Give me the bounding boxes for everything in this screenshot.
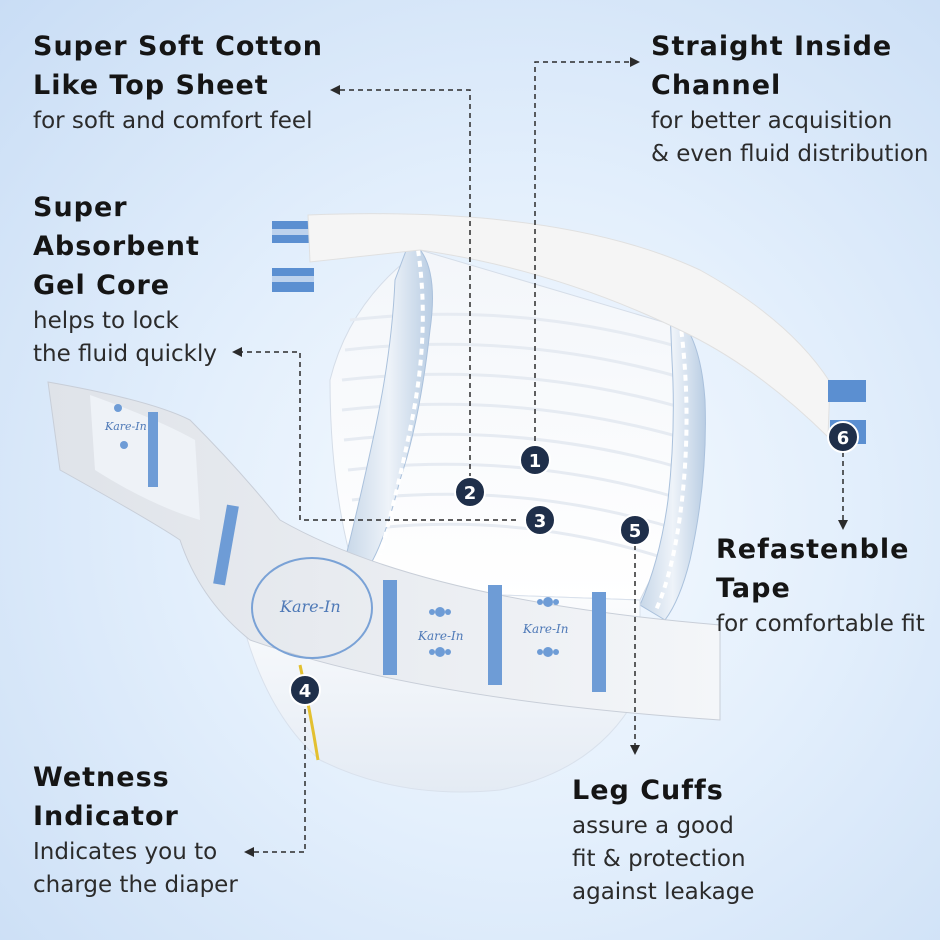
brand-label: Kare-In (522, 622, 568, 636)
feature-desc-line: & even fluid distribution (651, 141, 929, 167)
feature-description: assure a good fit & protection against l… (572, 810, 754, 909)
feature-title: Super Absorbent Gel Core (33, 188, 217, 305)
feature-title-line: Absorbent (33, 231, 200, 262)
feature-refastenable-tape: Refastenble Tape for comfortable fit (716, 530, 925, 641)
feature-title: Leg Cuffs (572, 771, 754, 810)
feature-desc-line: charge the diaper (33, 872, 238, 898)
svg-text:6: 6 (837, 428, 850, 449)
feature-title-line: Tape (716, 573, 791, 604)
svg-text:5: 5 (629, 521, 642, 542)
feature-title: Super Soft Cotton Like Top Sheet (33, 27, 323, 105)
leg-cuff-right (639, 309, 706, 621)
feature-desc-line: assure a good (572, 813, 734, 839)
feature-inside-channel: Straight Inside Channel for better acqui… (651, 27, 928, 171)
brand-label: Kare-In (279, 597, 341, 616)
marker-5: 5 (619, 514, 651, 546)
marker-1: 1 (519, 444, 551, 476)
leader-lines (238, 61, 844, 853)
marker-2: 2 (454, 476, 486, 508)
feature-description: Indicates you to charge the diaper (33, 836, 238, 902)
feature-title: Wetness Indicator (33, 758, 238, 836)
svg-text:4: 4 (299, 681, 312, 702)
feature-title-line: Indicator (33, 801, 179, 832)
marker-4: 4 (289, 674, 321, 706)
feature-title: Refastenble Tape (716, 530, 925, 608)
feature-title-line: Leg Cuffs (572, 775, 724, 806)
marker-6: 6 (827, 421, 859, 453)
feature-description: for soft and comfort feel (33, 105, 323, 138)
flower-pattern-icon (114, 404, 559, 657)
brand-label: Kare-In (104, 420, 147, 433)
marker-3: 3 (524, 504, 556, 536)
feature-description: for better acquisition & even fluid dist… (651, 105, 928, 171)
back-tape-tabs (272, 221, 314, 292)
feature-desc-line: for comfortable fit (716, 611, 925, 637)
svg-text:1: 1 (529, 451, 542, 472)
feature-desc-line: the fluid quickly (33, 341, 217, 367)
feature-desc-line: Indicates you to (33, 839, 218, 865)
feature-desc-line: helps to lock (33, 308, 179, 334)
feature-title-line: Wetness (33, 762, 170, 793)
feature-gel-core: Super Absorbent Gel Core helps to lock t… (33, 188, 217, 371)
svg-text:2: 2 (464, 483, 477, 504)
wetness-indicator-strip (298, 664, 320, 761)
tape-tab-blue (828, 380, 866, 402)
feature-title-line: Straight Inside (651, 31, 893, 62)
feature-title-line: Refastenble (716, 534, 910, 565)
svg-text:3: 3 (534, 511, 547, 532)
feature-desc-line: fit & protection (572, 846, 746, 872)
feature-wetness-indicator: Wetness Indicator Indicates you to charg… (33, 758, 238, 902)
feature-title: Straight Inside Channel (651, 27, 928, 105)
feature-top-sheet: Super Soft Cotton Like Top Sheet for sof… (33, 27, 323, 138)
front-wing-band: Kare-In Kare-In Kare-In Kare-In (47, 381, 721, 721)
feature-desc-line: against leakage (572, 879, 755, 905)
feature-title-line: Channel (651, 70, 782, 101)
feature-description: helps to lock the fluid quickly (33, 305, 217, 371)
feature-desc-line: for soft and comfort feel (33, 108, 313, 134)
feature-desc-line: for better acquisition (651, 108, 893, 134)
feature-description: for comfortable fit (716, 608, 925, 641)
feature-title-line: Super Soft Cotton (33, 31, 324, 62)
feature-leg-cuffs: Leg Cuffs assure a good fit & protection… (572, 771, 754, 909)
leg-cuff-left (344, 239, 433, 566)
leader-arrowheads (232, 57, 848, 857)
feature-title-line: Super (33, 192, 128, 223)
brand-label: Kare-In (417, 629, 463, 643)
feature-title-line: Like Top Sheet (33, 70, 269, 101)
feature-title-line: Gel Core (33, 270, 171, 301)
brand-badge-oval (251, 557, 373, 659)
